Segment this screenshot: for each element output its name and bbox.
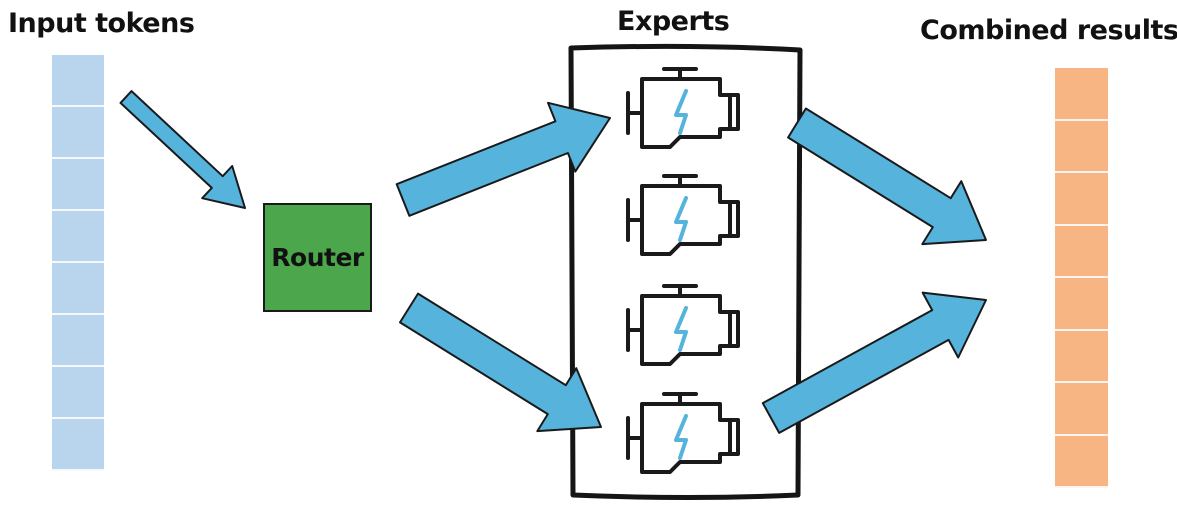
arrow-expert-4-to-results — [761, 291, 987, 434]
combined-results-stack — [1055, 68, 1108, 488]
router-box: Router — [263, 203, 372, 312]
experts-container — [568, 43, 803, 500]
result-cell — [1055, 225, 1108, 278]
combined-results-label: Combined results — [920, 15, 1177, 46]
experts-label: Experts — [617, 6, 730, 37]
arrow-router-to-expert-4 — [399, 292, 602, 433]
input-token-cell — [52, 159, 104, 211]
arrow-router-to-expert-1 — [395, 101, 611, 217]
input-token-cell — [52, 419, 104, 471]
arrow-expert-1-to-results — [787, 107, 987, 246]
input-token-stack — [52, 55, 104, 471]
result-cell — [1055, 383, 1108, 436]
input-token-cell — [52, 107, 104, 159]
input-token-cell — [52, 367, 104, 419]
input-token-cell — [52, 315, 104, 367]
input-tokens-label: Input tokens — [8, 8, 195, 39]
result-cell — [1055, 173, 1108, 226]
engine-icon — [626, 392, 740, 474]
input-token-cell — [52, 55, 104, 107]
arrow-input-to-router — [119, 90, 246, 209]
input-token-cell — [52, 211, 104, 263]
input-token-cell — [52, 263, 104, 315]
result-cell — [1055, 68, 1108, 121]
result-cell — [1055, 435, 1108, 488]
result-cell — [1055, 120, 1108, 173]
router-label: Router — [271, 243, 364, 272]
engine-icon — [626, 174, 740, 256]
result-cell — [1055, 278, 1108, 331]
result-cell — [1055, 330, 1108, 383]
engine-icon — [626, 67, 740, 149]
engine-icon — [626, 284, 740, 366]
